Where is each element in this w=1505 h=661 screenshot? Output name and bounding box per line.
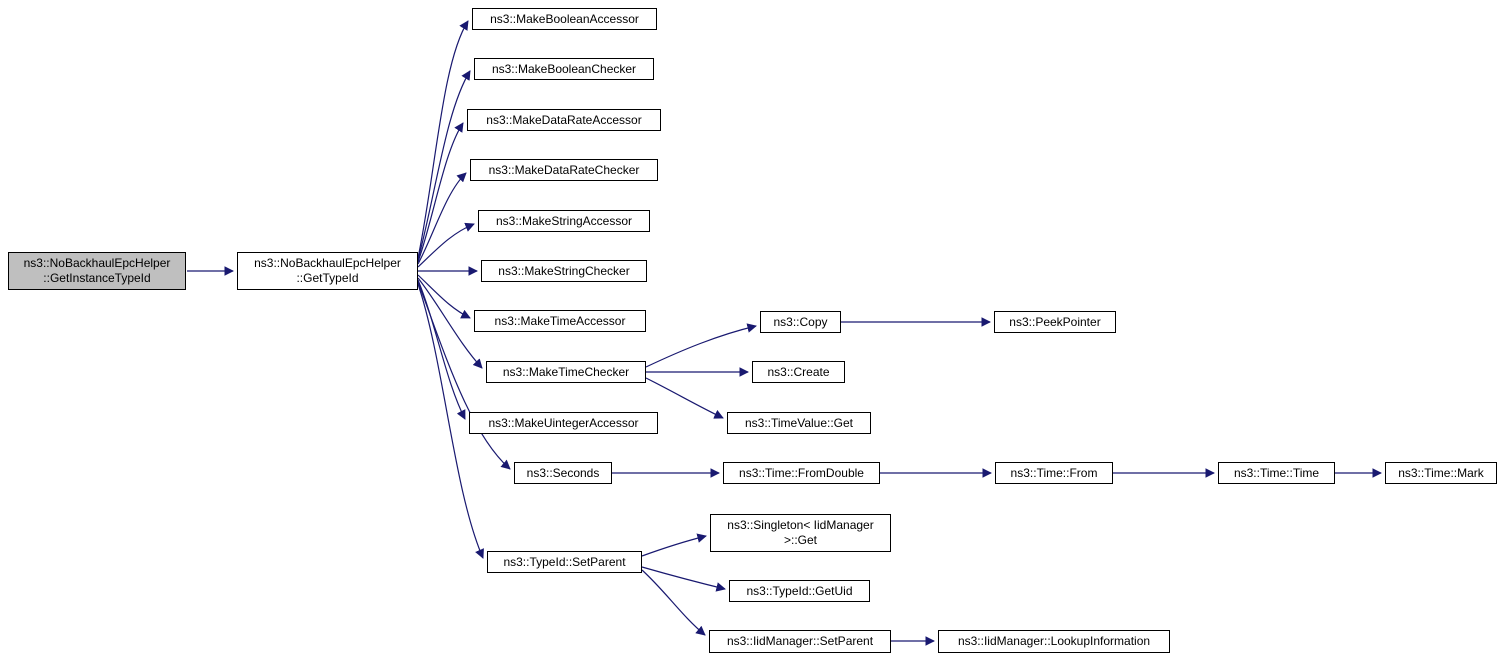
edge-gettypeid-to-makeuintegeraccessor [417,279,466,420]
node-timevalue-get[interactable]: ns3::TimeValue::Get [727,412,871,434]
node-make-boolean-checker[interactable]: ns3::MakeBooleanChecker [474,58,654,80]
node-make-time-accessor[interactable]: ns3::MakeTimeAccessor [474,310,646,332]
edge-setparent-to-iidsetparent [641,569,706,636]
node-iidmanager-lookup-information[interactable]: ns3::IidManager::LookupInformation [938,630,1170,653]
edge-gettypeid-to-makebooleanchecker [417,70,471,261]
node-make-data-rate-checker[interactable]: ns3::MakeDataRateChecker [470,159,658,181]
node-seconds[interactable]: ns3::Seconds [514,462,612,484]
node-iidmanager-set-parent[interactable]: ns3::IidManager::SetParent [709,630,891,653]
node-copy[interactable]: ns3::Copy [760,311,841,333]
edge-gettypeid-to-makestringaccessor [417,222,475,268]
node-time-from-double[interactable]: ns3::Time::FromDouble [723,462,880,484]
node-singleton-iidmanager-get[interactable]: ns3::Singleton< IidManager >::Get [710,514,891,552]
node-typeid-set-parent[interactable]: ns3::TypeId::SetParent [487,551,642,573]
node-time-mark[interactable]: ns3::Time::Mark [1385,462,1497,484]
node-get-instance-type-id[interactable]: ns3::NoBackhaulEpcHelper ::GetInstanceTy… [8,252,186,290]
node-make-boolean-accessor[interactable]: ns3::MakeBooleanAccessor [472,8,657,30]
edge-setparent-to-singletonget [641,533,707,557]
edge-gettypeid-to-makedatarateaccessor [417,122,464,263]
node-make-string-accessor[interactable]: ns3::MakeStringAccessor [478,210,650,232]
edge-gettypeid-to-makebooleanaccessor [417,20,469,259]
node-make-uinteger-accessor[interactable]: ns3::MakeUintegerAccessor [469,412,658,434]
node-peek-pointer[interactable]: ns3::PeekPointer [994,311,1116,333]
node-make-string-checker[interactable]: ns3::MakeStringChecker [481,260,647,282]
node-get-type-id[interactable]: ns3::NoBackhaulEpcHelper ::GetTypeId [237,252,418,290]
node-create[interactable]: ns3::Create [752,361,845,383]
node-make-time-checker[interactable]: ns3::MakeTimeChecker [486,361,646,383]
edge-gettypeid-to-maketimeaccessor [417,274,471,319]
node-typeid-get-uid[interactable]: ns3::TypeId::GetUid [729,580,870,602]
node-time-from[interactable]: ns3::Time::From [995,462,1113,484]
edge-setparent-to-getuid [641,566,726,592]
edge-gettypeid-to-makedataratechecker [417,172,467,265]
node-make-data-rate-accessor[interactable]: ns3::MakeDataRateAccessor [467,109,661,131]
edge-gettypeid-to-maketimechecker [417,277,483,369]
edge-maketimechecker-to-copy [645,323,757,368]
node-time-time[interactable]: ns3::Time::Time [1218,462,1335,484]
